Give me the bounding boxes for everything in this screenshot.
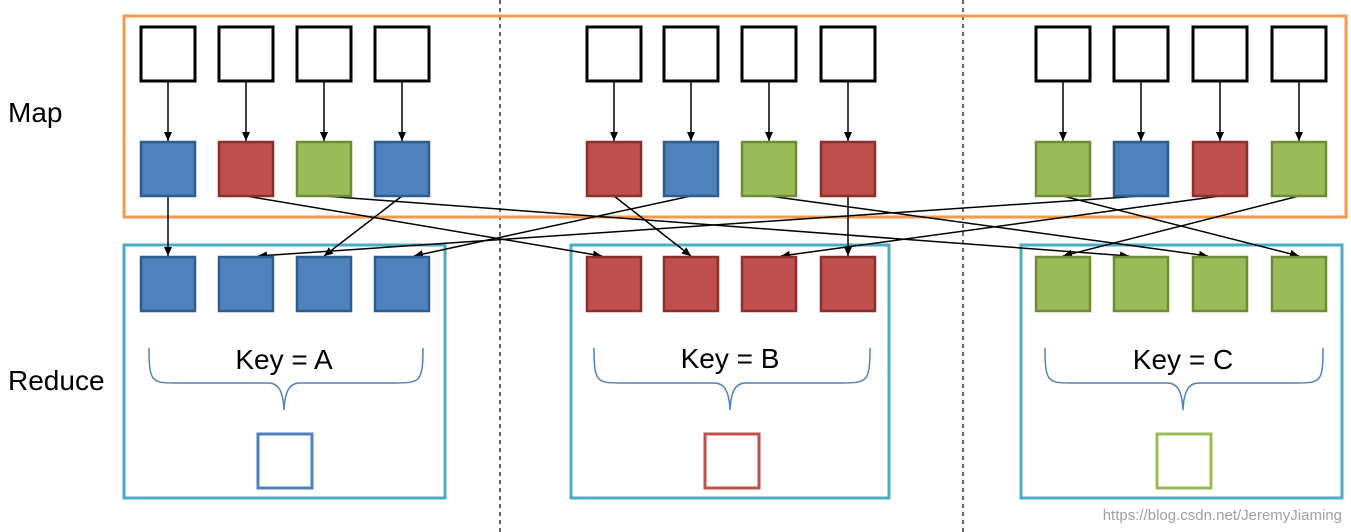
- output-box-b: [703, 432, 761, 490]
- reduce-input-box-a-4: [373, 255, 431, 313]
- reduce-input-box-b-2: [662, 255, 720, 313]
- mapped-box-c-1: [1034, 140, 1092, 198]
- reduce-input-box-a-2: [217, 255, 275, 313]
- reduce-label: Reduce: [8, 365, 105, 396]
- mapped-box-c-3: [1191, 140, 1249, 198]
- reduce-input-box-b-3: [740, 255, 798, 313]
- input-box-a-4: [373, 25, 431, 83]
- output-box-c: [1155, 432, 1213, 490]
- reduce-input-box-c-4: [1270, 255, 1328, 313]
- input-box-c-1: [1034, 25, 1092, 83]
- reduce-input-box-b-4: [819, 255, 877, 313]
- input-box-a-1: [139, 25, 197, 83]
- key-label-a: Key = A: [235, 344, 333, 375]
- input-box-b-3: [740, 25, 798, 83]
- mapped-box-b-4: [819, 140, 877, 198]
- brace-a: [148, 347, 424, 411]
- reduce-input-box-c-2: [1112, 255, 1170, 313]
- input-box-a-3: [295, 25, 353, 83]
- shuffle-arrow-a-3: [323, 195, 1130, 260]
- reduce-input-box-b-1: [585, 255, 643, 313]
- mapped-box-a-3: [295, 140, 353, 198]
- shuffle-arrow-c-4: [1062, 195, 1300, 258]
- mapped-box-c-4: [1270, 140, 1328, 198]
- shuffle-arrow-b-1: [613, 195, 692, 257]
- input-box-b-1: [585, 25, 643, 83]
- mapped-box-c-2: [1112, 140, 1170, 198]
- input-box-c-2: [1112, 25, 1170, 83]
- mapped-box-b-2: [662, 140, 720, 198]
- shuffle-arrow-a-4: [323, 195, 403, 257]
- mapped-box-a-1: [139, 140, 197, 198]
- key-label-b: Key = B: [681, 343, 780, 374]
- mapped-box-a-4: [373, 140, 431, 198]
- brace-b: [593, 347, 871, 411]
- shuffle-arrows: [164, 81, 1303, 260]
- reduce-box-c: [1019, 243, 1344, 500]
- input-box-a-2: [217, 25, 275, 83]
- watermark-text: https://blog.csdn.net/JeremyJiaming: [1103, 507, 1342, 524]
- input-box-c-4: [1270, 25, 1328, 83]
- reduce-input-box-a-1: [139, 255, 197, 313]
- shuffle-arrow-a-2: [245, 195, 603, 259]
- boxes: [139, 25, 1328, 313]
- map-label: Map: [8, 97, 62, 128]
- reduce-input-box-c-3: [1191, 255, 1249, 313]
- mapped-box-a-2: [217, 140, 275, 198]
- reduce-input-box-a-3: [295, 255, 353, 313]
- output-box-a: [256, 432, 314, 490]
- mapped-box-b-3: [740, 140, 798, 198]
- map-phase-box: [122, 14, 1348, 219]
- shuffle-arrow-c-3: [780, 195, 1221, 259]
- mapped-box-b-1: [585, 140, 643, 198]
- reduce-box-a: [122, 243, 447, 500]
- key-label-c: Key = C: [1133, 344, 1233, 375]
- input-box-c-3: [1191, 25, 1249, 83]
- input-box-b-4: [819, 25, 877, 83]
- brace-c: [1044, 347, 1324, 411]
- shuffle-arrow-b-2: [413, 195, 692, 259]
- shuffle-arrow-c-2: [257, 195, 1142, 260]
- input-box-b-2: [662, 25, 720, 83]
- reduce-input-box-c-1: [1034, 255, 1092, 313]
- reduce-box-b: [569, 243, 891, 500]
- shuffle-arrow-b-3: [768, 195, 1209, 259]
